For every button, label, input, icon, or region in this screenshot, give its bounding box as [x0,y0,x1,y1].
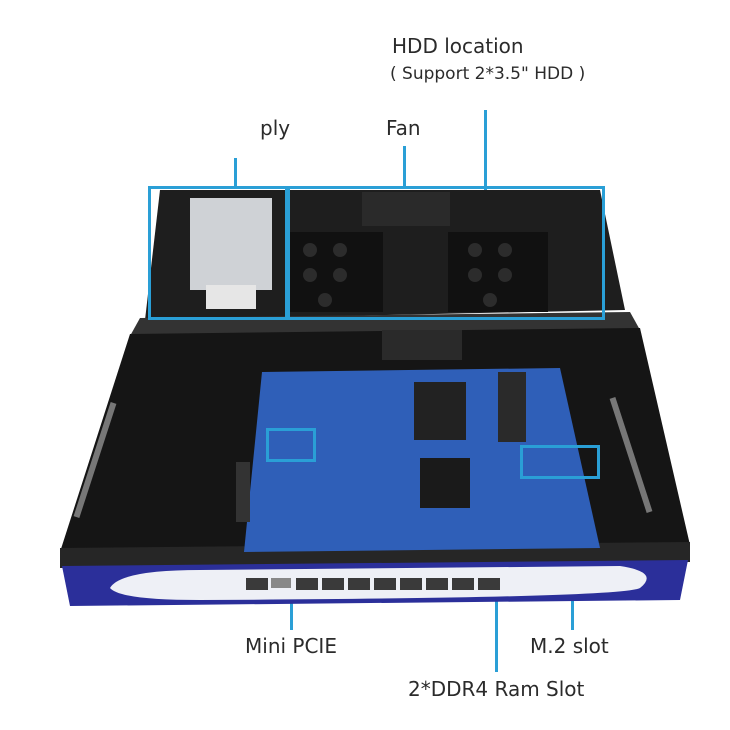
power-supply-label: ply [260,116,291,140]
mini-pcie-highlight [266,428,316,462]
hdd-support-note: ( Support 2*3.5" HDD ) [390,64,586,84]
hdd-fan-compartment-highlight [287,186,605,320]
fan-label: Fan [386,116,421,140]
mini-pcie-label: Mini PCIE [245,634,337,658]
psu-compartment-highlight [148,186,288,320]
m2-slot-highlight [520,445,600,479]
hdd-leader-line [484,110,487,260]
psu-leader-line [234,158,237,186]
fan-leader-line [403,146,406,186]
hdd-location-label: HDD location [392,34,524,58]
ddr4-slot-label: 2*DDR4 Ram Slot [408,677,585,701]
m2-slot-label: M.2 slot [530,634,609,658]
